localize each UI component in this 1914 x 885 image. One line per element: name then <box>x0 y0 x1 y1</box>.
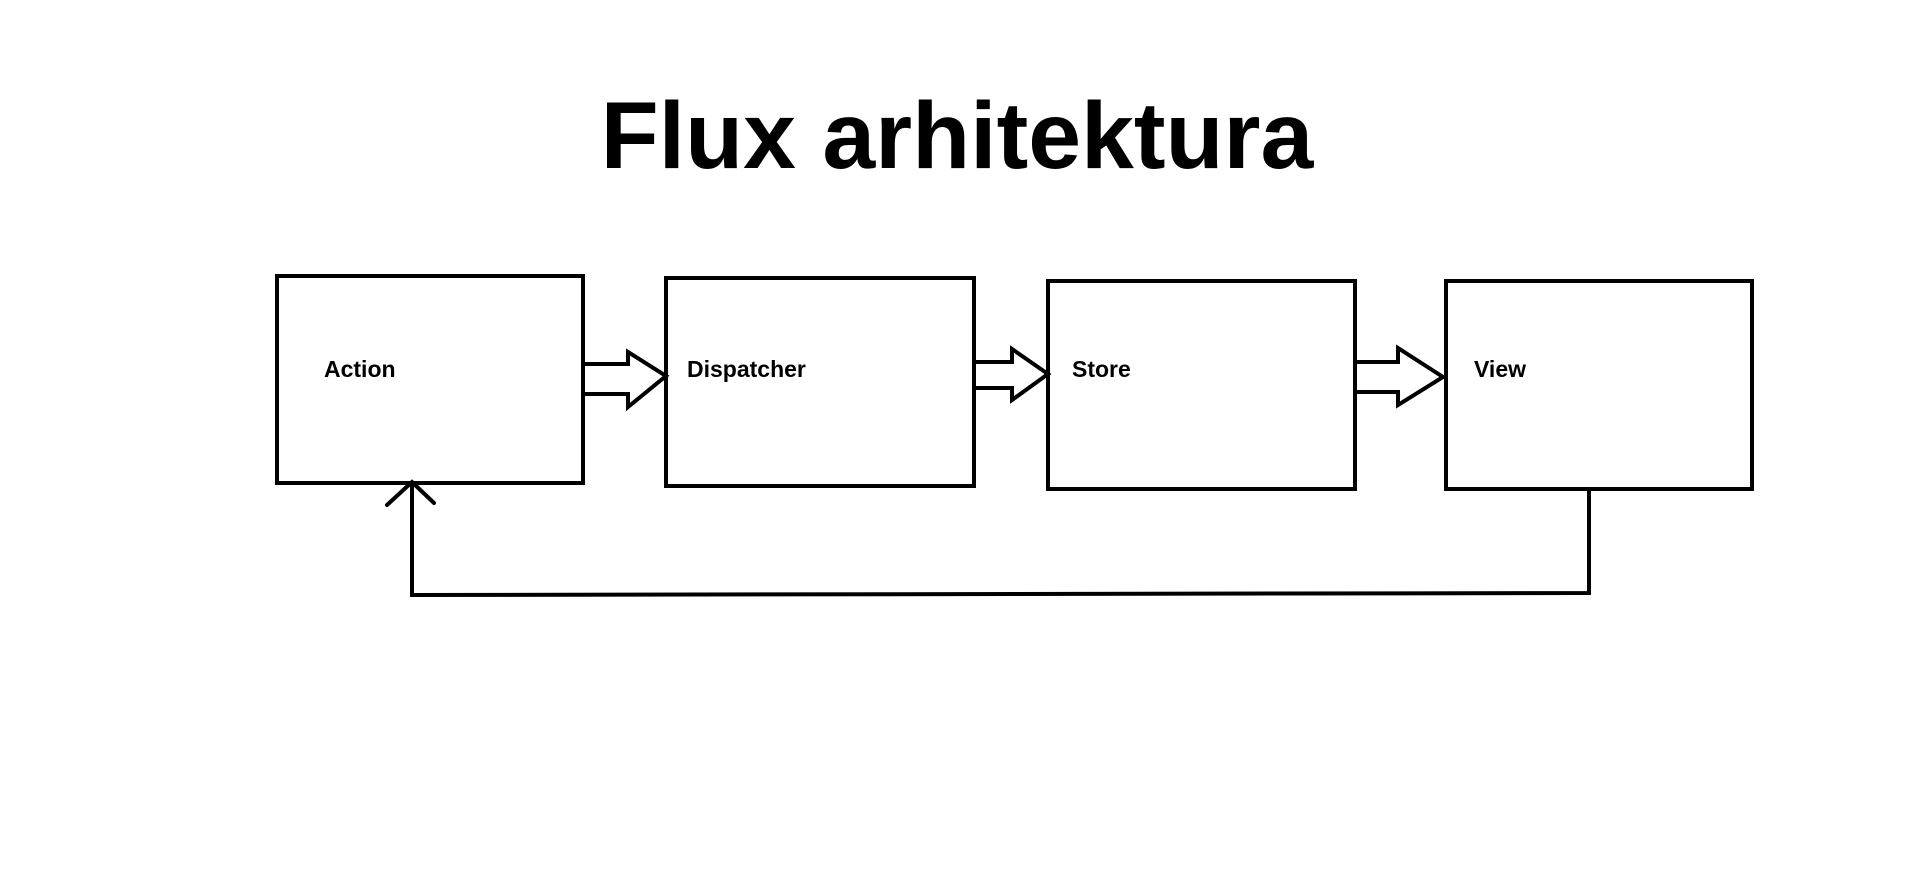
diagram-title: Flux arhitektura <box>601 83 1315 189</box>
node-action-box <box>275 274 585 485</box>
node-store-box <box>1046 279 1357 491</box>
node-action-label: Action <box>324 356 396 382</box>
node-view-label: View <box>1474 356 1526 382</box>
node-dispatcher-box <box>664 276 976 488</box>
edge-store-view-arrow <box>1355 344 1447 409</box>
node-view: View <box>1444 279 1754 491</box>
edge-view-action-feedback <box>410 481 1591 598</box>
node-dispatcher-label: Dispatcher <box>687 356 806 382</box>
node-dispatcher: Dispatcher <box>664 276 976 488</box>
edge-dispatcher-store-arrow <box>973 345 1052 404</box>
node-action: Action <box>275 274 585 485</box>
node-store: Store <box>1046 279 1357 491</box>
node-view-box <box>1444 279 1754 491</box>
node-store-label: Store <box>1072 356 1131 382</box>
edge-view-action-arrowhead <box>385 479 436 507</box>
edge-action-dispatcher-arrow <box>583 348 670 412</box>
